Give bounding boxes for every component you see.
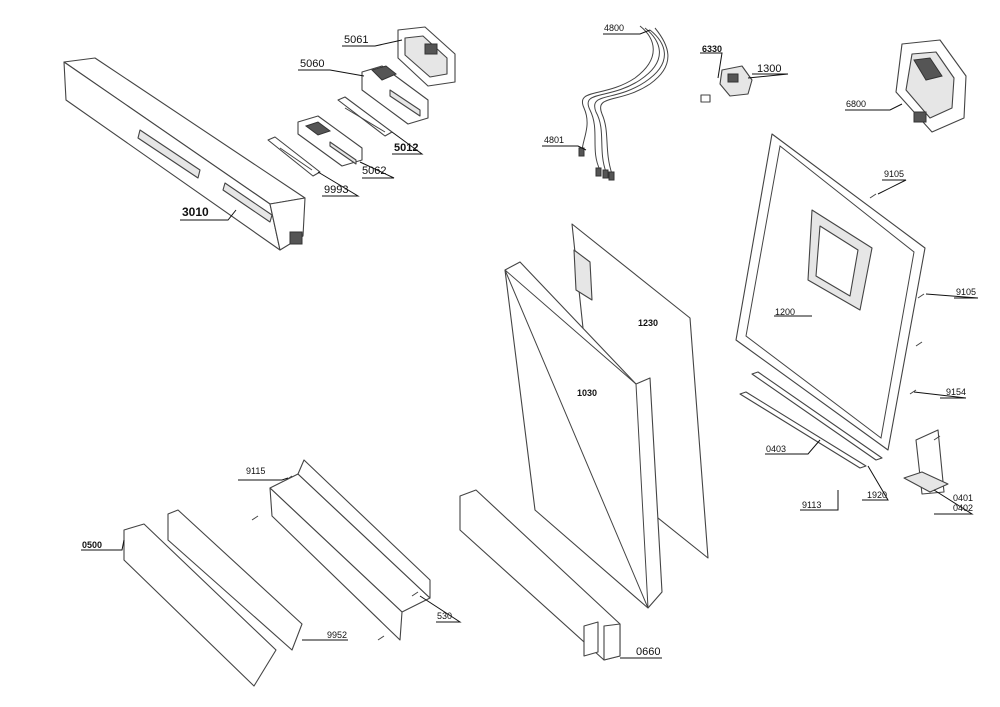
hinge-0401-0402 [903, 429, 949, 495]
part-label-9154: 9154 [946, 387, 967, 397]
control-panel-fascia-3010 [63, 57, 306, 251]
part-label-9113: 9113 [802, 500, 822, 510]
screws [251, 193, 941, 641]
board-5060 [361, 65, 429, 125]
part-label-9952: 9952 [327, 630, 348, 640]
part-label-0403: 0403 [766, 444, 787, 454]
part-label-9115: 9115 [246, 466, 266, 476]
part-label-1300: 1300 [757, 63, 782, 75]
plinth-0500-9952 [123, 509, 303, 687]
part-label-4800: 4800 [604, 23, 625, 33]
part-label-530: 530 [437, 611, 453, 621]
part-label-5061: 5061 [344, 34, 369, 46]
part-label-4801: 4801 [544, 135, 565, 145]
part-label-0500: 0500 [82, 540, 103, 550]
board-5062 [297, 115, 363, 167]
part-label-6330: 6330 [702, 44, 723, 54]
part-label-0402: 0402 [953, 503, 974, 513]
part-label-9993: 9993 [324, 184, 349, 196]
part-label-1230: 1230 [638, 318, 659, 328]
kick-strip-0660 [459, 489, 621, 661]
part-label-5060: 5060 [300, 58, 325, 70]
part-label-1030: 1030 [577, 388, 598, 398]
dispenser-6800 [895, 39, 967, 133]
part-label-1920: 1920 [867, 490, 888, 500]
buttons-9993 [267, 136, 321, 177]
inner-door-1200 [735, 133, 926, 451]
part-label-9105-top: 9105 [884, 169, 905, 179]
part-label-6800: 6800 [846, 99, 867, 109]
base-bracket-530 [269, 459, 431, 641]
part-label-0660: 0660 [636, 646, 661, 658]
part-label-5062: 5062 [362, 165, 387, 177]
strips-0403-1920 [739, 371, 883, 469]
outer-door-1030 [504, 261, 663, 609]
sensor-6330-switch-1300 [700, 65, 753, 103]
leader-lines [81, 29, 979, 659]
part-label-5012: 5012 [394, 142, 419, 154]
part-label-9105-side: 9105 [956, 287, 977, 297]
module-5061 [397, 26, 456, 87]
part-label-1200: 1200 [775, 307, 796, 317]
part-label-3010: 3010 [182, 205, 209, 219]
part-label-0401: 0401 [953, 493, 974, 503]
wiring-harness [578, 25, 669, 181]
